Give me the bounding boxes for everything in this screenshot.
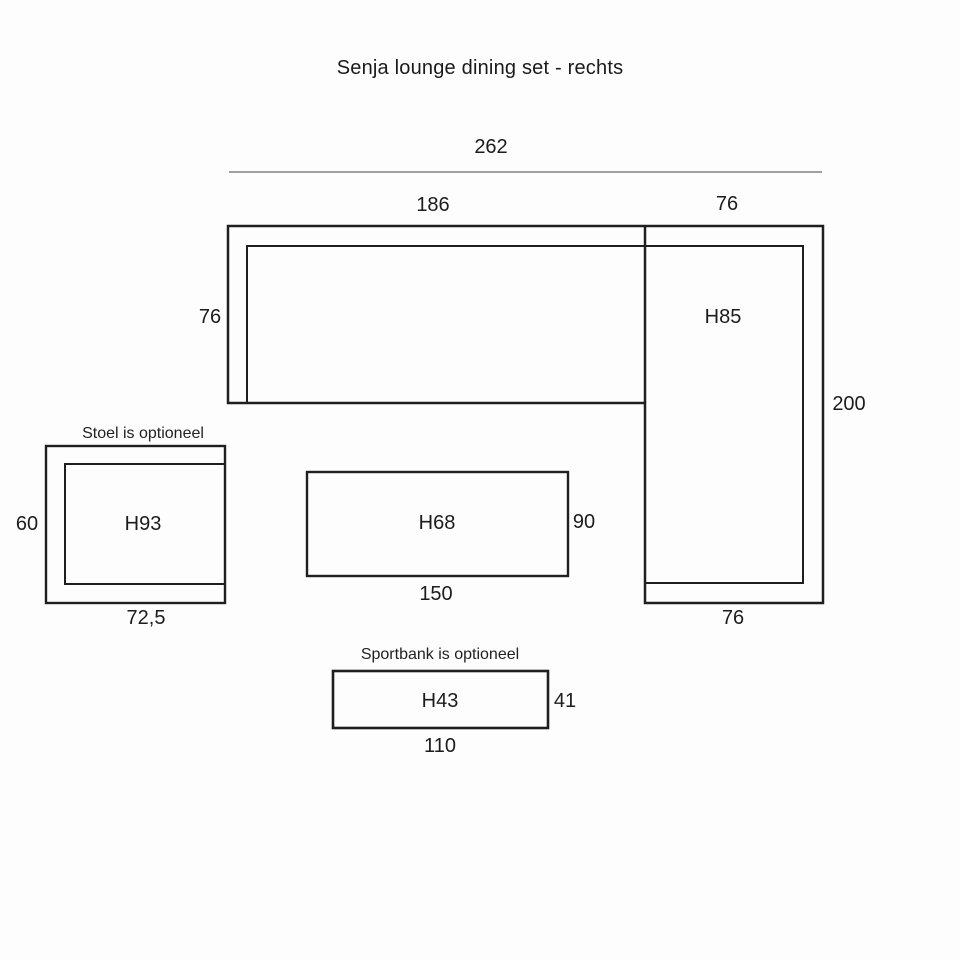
table-outline: [305, 470, 570, 578]
bench-height-label: H43: [421, 690, 459, 712]
sofa-right-section-height-label: 200: [832, 393, 866, 415]
sofa-right-section-bottom-width-label: 76: [721, 607, 745, 629]
sofa-left-section-depth-label: 76: [198, 306, 222, 328]
sofa-left-section-width-label: 186: [416, 194, 450, 216]
bench-outline: [331, 669, 550, 730]
bench-depth-label: 41: [553, 690, 577, 712]
table-width-label: 150: [419, 583, 453, 605]
table-height-label: H68: [418, 512, 456, 534]
chair-depth-label: 60: [15, 513, 39, 535]
diagram-title: Senja lounge dining set - rechts: [336, 57, 624, 79]
sofa-height-label: H85: [704, 306, 742, 328]
chair-outline: [44, 444, 227, 605]
table-depth-label: 90: [572, 511, 596, 533]
chair-width-label: 72,5: [126, 607, 166, 629]
bench-width-label: 110: [424, 735, 456, 757]
chair-optional-note: Stoel is optioneel: [82, 425, 204, 442]
sofa-total-width-label: 262: [474, 136, 508, 158]
sofa-right-section-width-label: 76: [715, 193, 739, 215]
chair-inner-seat-line: [64, 463, 225, 585]
sofa-inner-seat-line: [246, 245, 804, 584]
chair-height-label: H93: [124, 513, 162, 535]
bench-optional-note: Sportbank is optioneel: [360, 646, 520, 663]
sofa-outline: [226, 224, 825, 605]
